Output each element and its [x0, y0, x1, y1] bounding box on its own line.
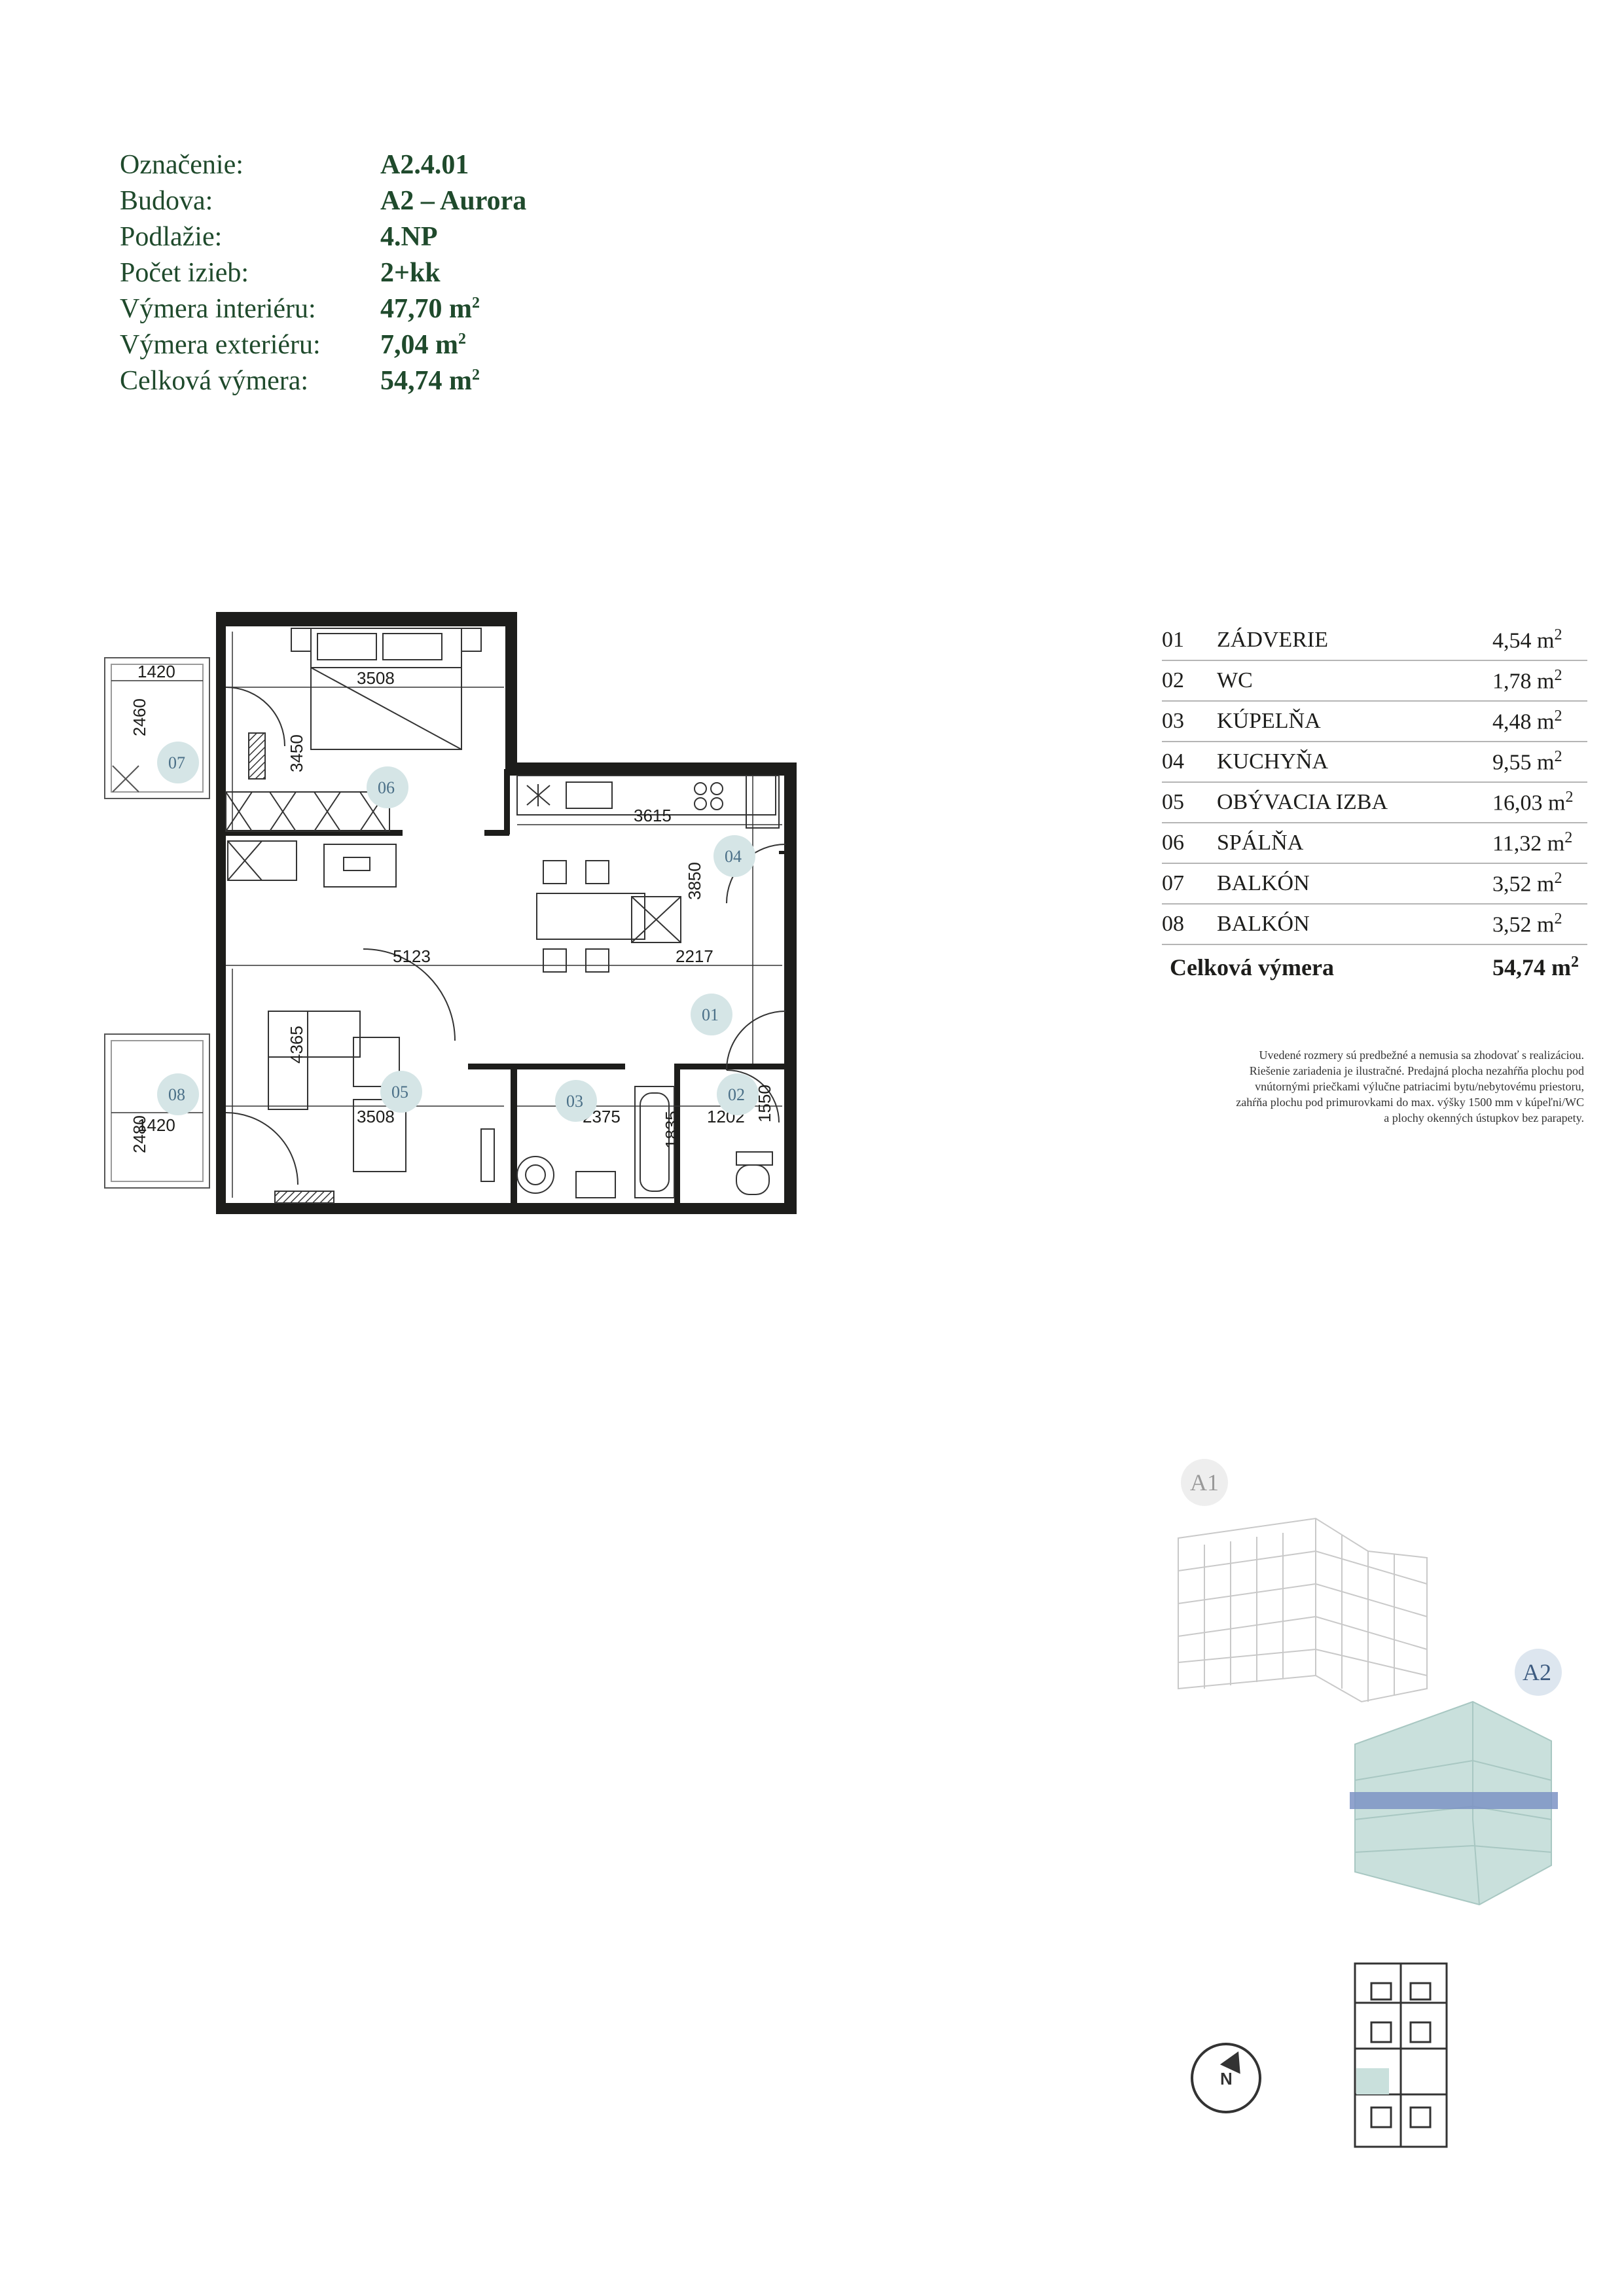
bedroom-furniture: [225, 628, 482, 832]
dim-3508b: 3508: [357, 1107, 395, 1126]
dim-2480: 2480: [130, 1115, 149, 1153]
info-row-floor: Podlažie: 4.NP: [120, 222, 438, 252]
exterior-area-value: 7,04 m: [380, 330, 458, 360]
a1-label: A1: [1190, 1469, 1219, 1496]
dim-2460: 2460: [130, 698, 149, 736]
info-row-interior-area: Výmera interiéru: 47,70 m2: [120, 294, 480, 324]
dim-2217: 2217: [676, 946, 713, 966]
room-label-05: 05: [391, 1083, 408, 1102]
a2-label: A2: [1523, 1659, 1551, 1685]
room-label-04: 04: [725, 847, 742, 866]
room-label-01: 01: [702, 1005, 719, 1024]
dim-1420b: 1420: [137, 1115, 175, 1135]
a2-badge: [1515, 1649, 1562, 1696]
apartment-highlight: [1356, 2068, 1389, 2094]
building-illustration: A1 A2: [1165, 1453, 1571, 1911]
interior-walls: [226, 769, 785, 1204]
site-plan: [1335, 1957, 1466, 2153]
building-a1: [1178, 1517, 1428, 1703]
dim-3508a: 3508: [357, 668, 395, 688]
room-markers: [157, 742, 759, 1122]
floor-band: [1350, 1792, 1558, 1809]
dim-4365: 4365: [287, 1026, 306, 1064]
room-label-06: 06: [378, 778, 395, 797]
room-label-02: 02: [728, 1085, 745, 1104]
bathroom-fixtures: [480, 1069, 780, 1198]
dim-3615: 3615: [634, 806, 672, 825]
living-furniture: [225, 840, 786, 1185]
info-row-rooms: Počet izieb: 2+kk: [120, 258, 441, 288]
room-label-03: 03: [566, 1092, 583, 1111]
dim-1835: 1835: [662, 1111, 681, 1149]
total-area-value: 54,74 m: [380, 366, 472, 396]
north-label: N: [1220, 2069, 1233, 2089]
balcony-07: [104, 657, 210, 799]
building-a2: [1350, 1700, 1558, 1906]
interior-area-value: 47,70 m: [380, 294, 472, 324]
dim-3850: 3850: [685, 862, 704, 900]
info-row-exterior-area: Výmera exteriéru: 7,04 m2: [120, 330, 466, 360]
dim-3450: 3450: [287, 734, 306, 772]
compass-icon: N: [1183, 2036, 1269, 2121]
info-row-designation: Označenie: A2.4.01: [120, 150, 469, 180]
kitchen-counter: [516, 775, 780, 829]
disclaimer-note: Uvedené rozmery sú predbežné a nemusia s…: [1236, 1049, 1584, 1124]
total-area-row: Celková výmera 54,74 m2: [1170, 954, 1579, 980]
room-label-07: 07: [168, 753, 185, 772]
info-row-total-area: Celková výmera: 54,74 m2: [120, 366, 480, 396]
balcony-08: [104, 1033, 210, 1189]
apartment-info: Označenie: A2.4.01 Budova: A2 – Aurora P…: [120, 149, 526, 401]
dim-5123: 5123: [393, 946, 431, 966]
room-label-08: 08: [168, 1085, 185, 1104]
dim-1420a: 1420: [137, 662, 175, 681]
a1-badge: [1181, 1459, 1228, 1506]
floor-plan: 1420 2460 3508 3450 3615 3850 5123 2217 …: [98, 602, 825, 1244]
exterior-walls: [216, 612, 797, 1214]
info-row-building: Budova: A2 – Aurora: [120, 186, 527, 216]
